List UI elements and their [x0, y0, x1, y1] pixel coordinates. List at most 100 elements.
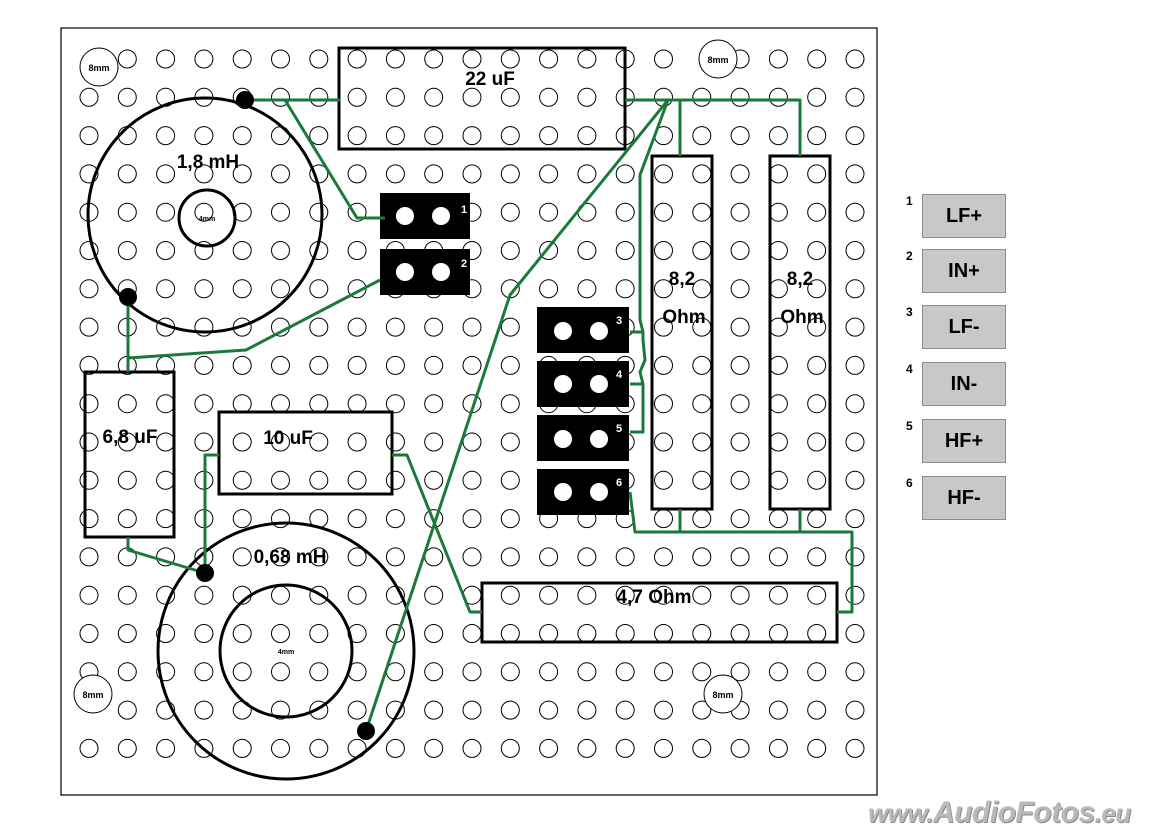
board-hole	[539, 279, 559, 299]
terminal-3[interactable]: 3	[537, 307, 629, 353]
board-hole	[424, 624, 444, 643]
board-hole	[156, 241, 176, 260]
legend-item-5: 5 HF+	[906, 419, 1008, 465]
board-hole	[577, 279, 597, 299]
board-hole	[271, 49, 290, 69]
terminal-4[interactable]: 4	[537, 361, 629, 407]
board-hole	[845, 509, 865, 529]
board-hole	[500, 164, 520, 184]
board-hole	[500, 432, 520, 452]
board-hole	[539, 202, 559, 222]
board-hole	[539, 624, 559, 643]
board-hole	[577, 126, 597, 146]
board-hole	[768, 624, 788, 643]
board-hole	[768, 87, 788, 107]
board-hole	[385, 317, 405, 337]
coil-1-8mh: 1,8 mH 4mm	[86, 96, 324, 334]
board-hole	[768, 585, 788, 605]
board-hole	[692, 700, 712, 720]
board-hole	[156, 164, 176, 184]
trace-cap10-to-coil2	[203, 453, 219, 573]
resistor-8-2-right-unit: Ohm	[780, 307, 823, 328]
board-hole	[79, 394, 99, 414]
trace-node-to-left-res	[668, 98, 682, 156]
board-hole	[654, 202, 673, 222]
board-hole	[500, 241, 520, 260]
board-hole	[615, 279, 635, 299]
board-hole	[309, 662, 329, 682]
board-hole	[309, 279, 329, 299]
pad-coil2-right	[357, 722, 375, 740]
terminal-1[interactable]: 1	[380, 193, 470, 239]
board-hole	[385, 547, 405, 567]
board-hole	[117, 738, 137, 758]
resistor-8-2-right-value: 8,2	[787, 269, 813, 290]
board-hole	[654, 164, 673, 184]
board-hole	[232, 509, 252, 529]
board-hole	[692, 585, 712, 605]
terminal-5[interactable]: 5	[537, 415, 629, 461]
board-hole	[79, 355, 99, 375]
board-hole	[730, 279, 750, 299]
board-hole	[654, 394, 673, 414]
board-hole	[654, 355, 673, 375]
board-hole	[845, 279, 865, 299]
board-hole	[309, 432, 329, 452]
coil-0-68mh: 0,68 mH 4mm	[156, 521, 416, 781]
trace-node-to-terminal3	[630, 99, 670, 386]
board-hole	[347, 49, 367, 69]
board-hole	[539, 547, 559, 567]
board-hole	[615, 241, 635, 260]
resistor-8-2-left-unit: Ohm	[662, 307, 705, 328]
legend-num-3: 3	[906, 305, 913, 319]
board-hole	[424, 355, 444, 375]
board-hole	[117, 87, 137, 107]
board-hole	[309, 738, 329, 758]
board-hole	[232, 164, 252, 184]
board-hole	[462, 470, 482, 490]
watermark-brand-1: Audio	[932, 796, 1016, 829]
board-hole	[577, 241, 597, 260]
terminal-6[interactable]: 6	[537, 469, 629, 515]
board-hole	[845, 241, 865, 260]
trace-terminal6-to-res47	[628, 491, 854, 614]
board-hole	[271, 164, 290, 184]
board-hole	[424, 49, 444, 69]
legend-num-6: 6	[906, 476, 913, 490]
board-hole	[156, 509, 176, 529]
board-hole	[79, 509, 99, 529]
board-hole	[424, 432, 444, 452]
board-hole	[462, 738, 482, 758]
board-hole	[807, 317, 827, 337]
board-hole	[768, 279, 788, 299]
board-hole	[845, 738, 865, 758]
board-hole	[309, 202, 329, 222]
board-hole	[309, 87, 329, 107]
board-hole	[500, 662, 520, 682]
board-hole	[768, 432, 788, 452]
board-hole	[692, 241, 712, 260]
board-hole	[845, 547, 865, 567]
watermark-suffix: .eu	[1094, 798, 1132, 828]
board-hole	[539, 585, 559, 605]
board-hole	[807, 394, 827, 414]
board-hole	[768, 394, 788, 414]
board-hole	[768, 700, 788, 720]
board-hole	[654, 547, 673, 567]
board-hole	[845, 432, 865, 452]
board-hole	[730, 509, 750, 529]
terminal-2[interactable]: 2	[380, 249, 470, 295]
board-hole	[347, 547, 367, 567]
resistor-4-7-label: 4,7 Ohm	[617, 587, 692, 608]
board-hole	[347, 241, 367, 260]
trace-node-to-right-res	[668, 98, 802, 156]
board-hole	[730, 126, 750, 146]
board-hole	[232, 738, 252, 758]
board-hole	[807, 470, 827, 490]
board-hole	[309, 49, 329, 69]
board-hole	[768, 509, 788, 529]
board-hole	[385, 738, 405, 758]
board-hole	[845, 126, 865, 146]
cap-22uf-label: 22 uF	[465, 69, 515, 90]
